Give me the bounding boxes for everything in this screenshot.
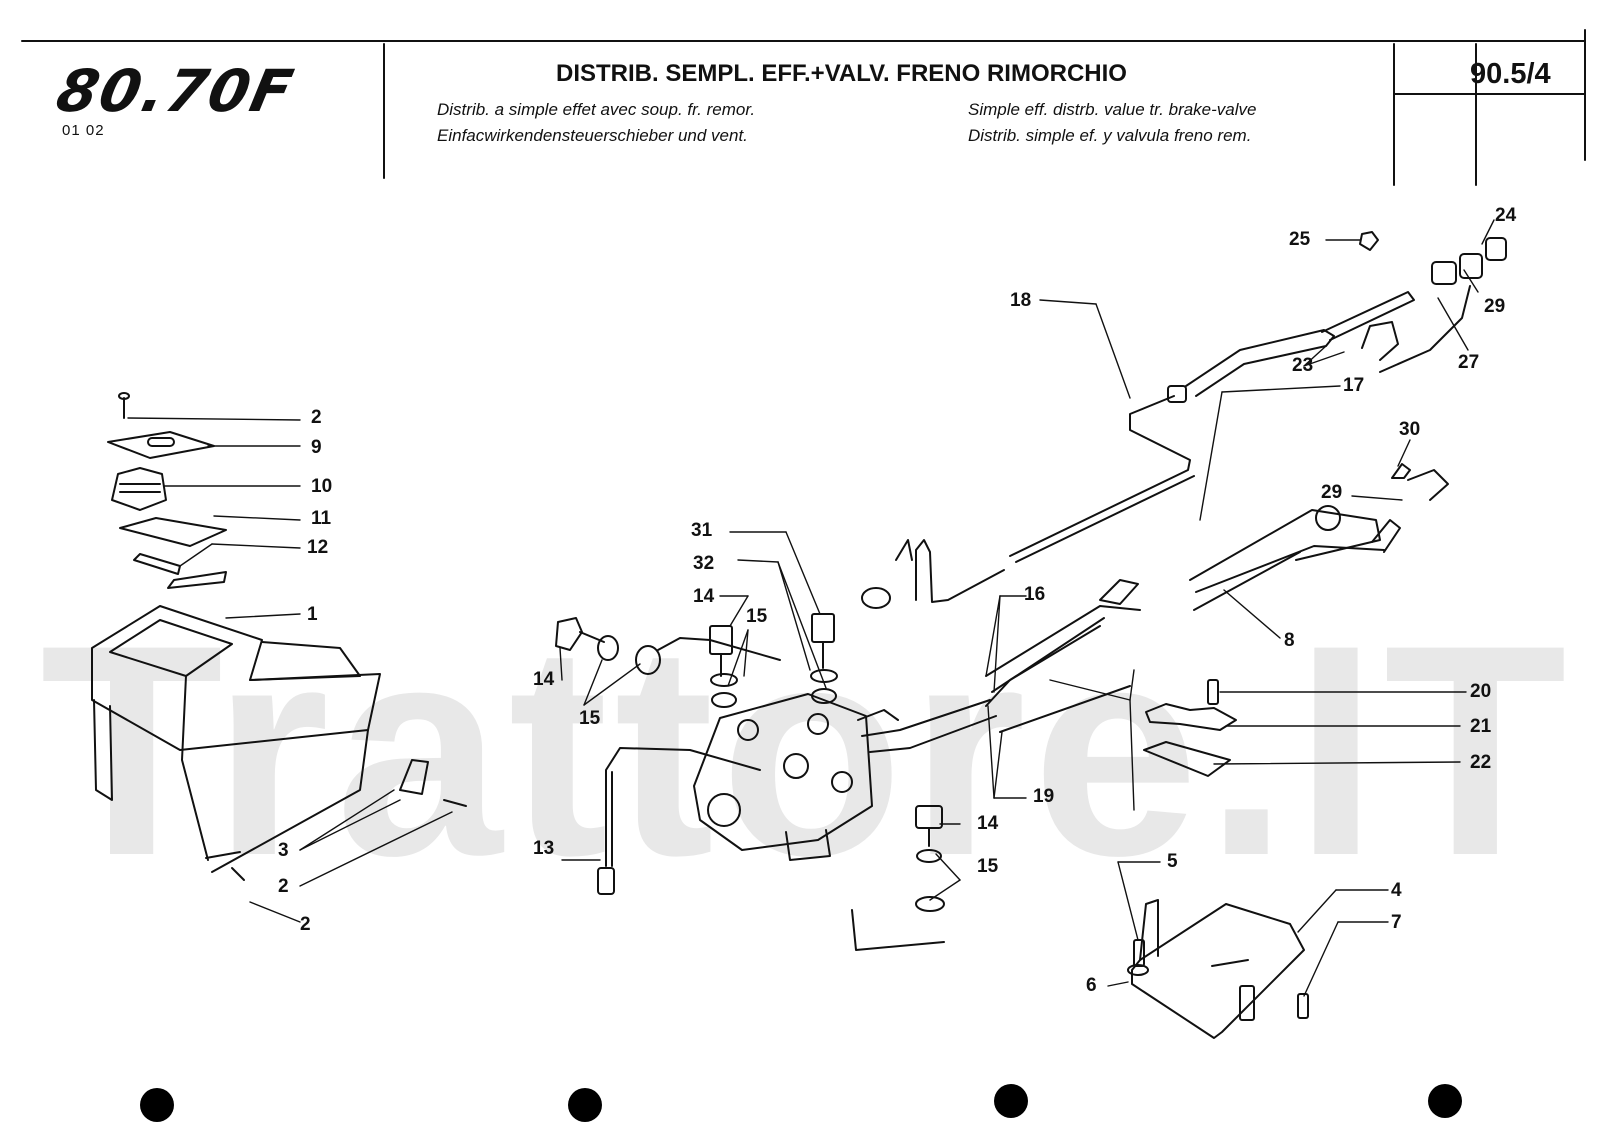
callout-2-lower: 2: [278, 876, 289, 897]
callout-13: 13: [533, 838, 555, 859]
subtitle-de: Einfacwirkendensteuerschieber und vent.: [437, 126, 748, 145]
callout-8: 8: [1284, 630, 1295, 651]
callout-9: 9: [311, 437, 322, 458]
callout-24: 24: [1495, 205, 1517, 226]
callout-14-left: 14: [533, 669, 555, 690]
callout-22: 22: [1470, 752, 1492, 773]
binder-hole: [140, 1088, 174, 1122]
page-title: DISTRIB. SEMPL. EFF.+VALV. FRENO RIMORCH…: [556, 60, 1127, 87]
callout-20: 20: [1470, 681, 1492, 702]
header-frame: [22, 30, 1585, 185]
callout-21: 21: [1470, 716, 1492, 737]
binder-hole: [568, 1088, 602, 1122]
page-number: 90.5/4: [1470, 58, 1551, 90]
subtitle-en: Simple eff. distrb. value tr. brake-valv…: [968, 100, 1257, 119]
callout-15-right: 15: [977, 856, 999, 877]
binder-hole: [994, 1084, 1028, 1118]
callout-32: 32: [693, 553, 715, 574]
callout-2: 2: [311, 407, 322, 428]
callout-29: 29: [1321, 482, 1343, 503]
callout-2-bottom: 2: [300, 914, 311, 935]
callout-12: 12: [307, 537, 329, 558]
model-sub-code: 01 02: [62, 122, 105, 139]
callout-15-top: 15: [746, 606, 768, 627]
callout-16: 16: [1024, 584, 1046, 605]
callout-3: 3: [278, 840, 289, 861]
callout-7: 7: [1391, 912, 1402, 933]
callout-26: 27: [1458, 352, 1480, 373]
subtitle-fr: Distrib. a simple effet avec soup. fr. r…: [437, 100, 756, 119]
callout-25: 25: [1289, 229, 1311, 250]
binder-hole: [1428, 1084, 1462, 1118]
brake-valve-piping-drawing: [986, 232, 1506, 732]
callout-19: 19: [1033, 786, 1055, 807]
callout-31: 31: [691, 520, 713, 541]
leader-lines: [128, 220, 1494, 996]
callout-10: 10: [311, 476, 333, 497]
callout-1: 1: [307, 604, 318, 625]
callout-6: 6: [1086, 975, 1097, 996]
callout-5: 5: [1167, 851, 1178, 872]
callout-30: 30: [1399, 419, 1421, 440]
callout-23: 23: [1292, 355, 1314, 376]
callout-18: 18: [1010, 290, 1032, 311]
console-cover-drawing: [92, 393, 466, 880]
callout-11: 11: [311, 508, 332, 529]
callout-27: 29: [1484, 296, 1506, 317]
callout-14-right: 14: [977, 813, 999, 834]
plates-bracket-drawing: [1128, 680, 1308, 1038]
distributor-valve-drawing: [556, 540, 1004, 950]
callout-17: 17: [1343, 375, 1365, 396]
subtitle-es: Distrib. simple ef. y valvula freno rem.: [968, 126, 1252, 145]
callout-4: 4: [1391, 880, 1402, 901]
callout-14-top: 14: [693, 586, 715, 607]
callout-15-left: 15: [579, 708, 601, 729]
